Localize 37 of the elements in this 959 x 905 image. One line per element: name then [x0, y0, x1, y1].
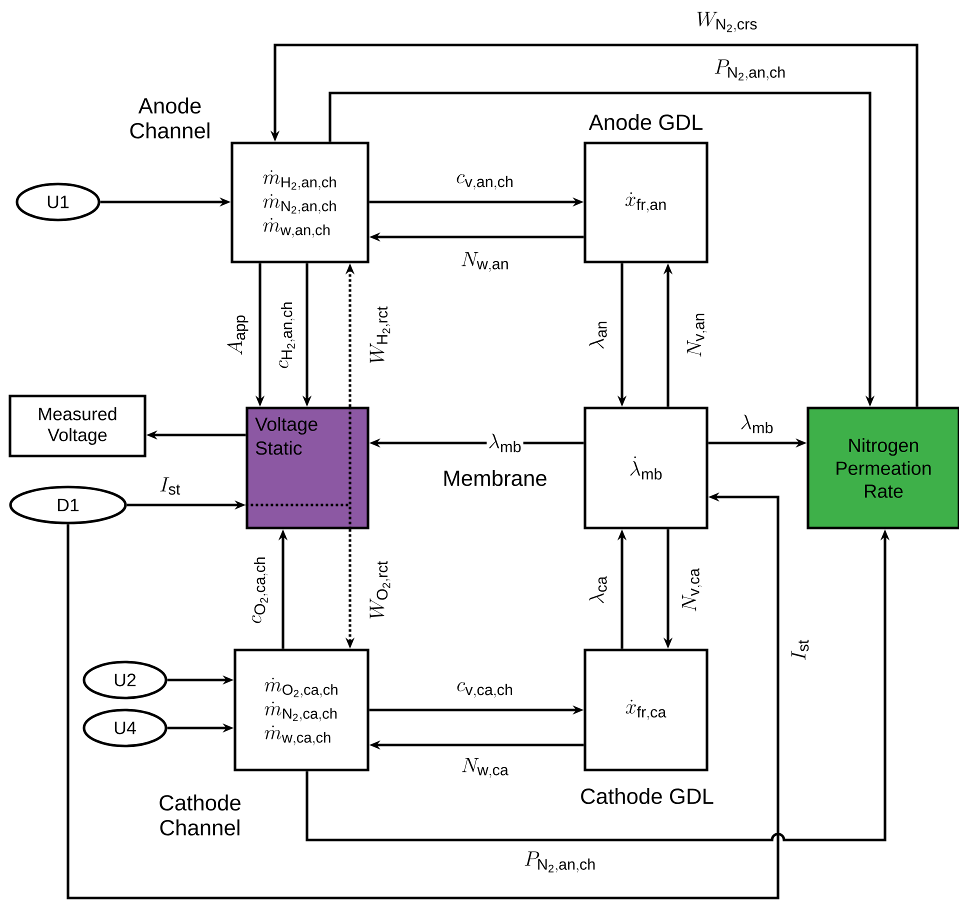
input-oval: D1 [9, 486, 127, 524]
edge-label: $W_{\mathrm{H_2,rct}}$ [370, 306, 390, 364]
edge-label: $A_{\mathrm{app}}$ [227, 316, 248, 355]
edge-label: $\lambda_{\mathrm{an}}$ [589, 322, 607, 349]
edge-label: $c_{\mathrm{v,ca,ch}}$ [457, 682, 512, 698]
block-box: Measured Voltage [8, 394, 146, 458]
block-box: $\dot{x}_{\mathrm{fr,ca}}$ [584, 648, 708, 772]
edge-label: $c_{\mathrm{O_2,ca,ch}}$ [252, 558, 268, 624]
block-box: Voltage Static [246, 406, 370, 530]
edge-label: $I_{\mathrm{st}}$ [160, 477, 180, 495]
block-box: Nitrogen Permeation Rate [806, 406, 959, 530]
block-heading: Anode Channel [130, 98, 210, 138]
input-oval: U1 [16, 182, 100, 222]
edge-label: $W_{\mathrm{O_2,rct}}$ [370, 561, 390, 618]
edge-label: $\lambda_{\mathrm{ca}}$ [589, 576, 607, 604]
block-heading: Anode GDL [588, 114, 703, 130]
edge-label: $N_{\mathrm{v,an}}$ [687, 314, 707, 357]
block-heading: Membrane [444, 470, 546, 486]
block-box: $\dot{x}_{\mathrm{fr,an}}$ [584, 142, 708, 264]
input-oval: U4 [82, 708, 168, 748]
edge-label: $N_{\mathrm{v,ca}}$ [682, 568, 702, 612]
edge-label: $\lambda_{\mathrm{mb}}$ [741, 414, 773, 434]
input-oval: U2 [82, 660, 168, 700]
edge-label: $N_{\mathrm{w,an}}$ [462, 252, 508, 272]
block-box: $\dot{m}_{\mathrm{O_2,ca,ch}}$ $\dot{m}_{\mathrm{N_2,ca,ch}}$ $\dot{m}_{\mathrm{w,ca,ch}}$ [234, 648, 370, 772]
edge-label: $P_{\mathrm{N_2,an,ch}}$ [714, 60, 785, 80]
edge-label: $W_{\mathrm{N_2,crs}}$ [697, 12, 757, 32]
edge-label: $\lambda_{\mathrm{mb}}$ [486, 432, 524, 454]
edge-label: $P_{\mathrm{N_2,an,ch}}$ [524, 852, 595, 872]
edge-label: $c_{\mathrm{H_2,an,ch}}$ [278, 302, 295, 368]
edge-label: $I_{\mathrm{st}}$ [791, 640, 809, 660]
block-heading: Cathode Channel [160, 794, 240, 836]
block-heading: Cathode GDL [581, 788, 714, 804]
edge-label: $c_{\mathrm{v,an,ch}}$ [456, 174, 512, 190]
edge-label: $N_{\mathrm{w,ca}}$ [462, 758, 508, 778]
block-box: $\dot{m}_{\mathrm{H_2,an,ch}}$ $\dot{m}_{\mathrm{N_2,an,ch}}$ $\dot{m}_{\mathrm{w,an,ch}}$ [230, 142, 370, 264]
block-box: $\dot{\lambda}_{\mathrm{mb}}$ [584, 406, 708, 530]
